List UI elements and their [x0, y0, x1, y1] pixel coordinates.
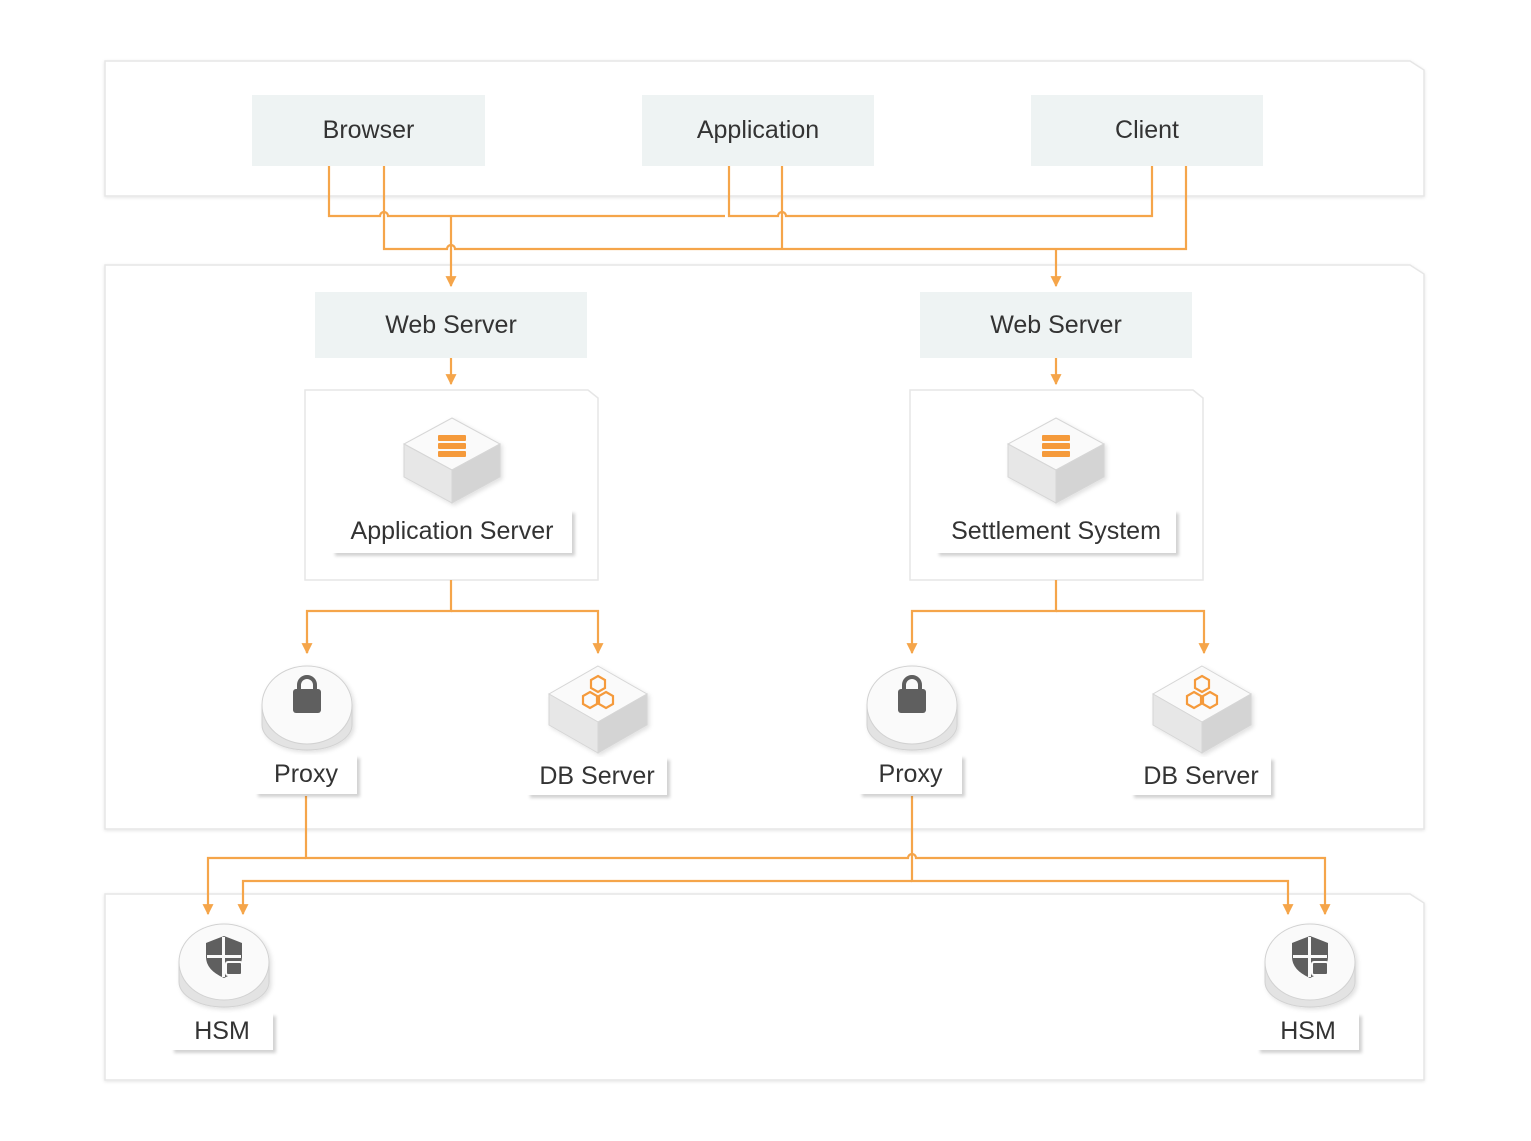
shield-lock-icon	[1264, 923, 1356, 1008]
app-server-fanout	[305, 580, 453, 653]
lock-icon	[866, 665, 958, 751]
right-hsm-label: HSM	[1257, 1013, 1359, 1050]
hexagon-cluster-icon	[1151, 665, 1253, 754]
left-proxy-to-left-hsm	[202, 856, 306, 916]
connector-lines	[202, 166, 1331, 916]
right-proxy-to-hsm-bus	[910, 796, 1294, 916]
settlement-fanout	[906, 580, 1058, 655]
app-server-to-db	[451, 609, 604, 655]
right-proxy-label: Proxy	[859, 755, 962, 794]
settlement-system-label: Settlement System	[936, 510, 1176, 553]
right-db-server-label: DB Server	[1131, 757, 1271, 795]
right-proxy-to-left-hsm	[237, 879, 912, 916]
left-db-server-label: DB Server	[527, 757, 667, 795]
left-hsm-label: HSM	[171, 1013, 273, 1050]
lock-icon	[261, 665, 353, 751]
hsm-tier-zone	[104, 893, 1425, 1081]
application-server-label: Application Server	[332, 510, 572, 553]
browser-node: Browser	[252, 95, 485, 166]
hexagon-cluster-icon	[547, 665, 649, 754]
client-node: Client	[1031, 95, 1263, 166]
left-proxy-label: Proxy	[255, 755, 357, 794]
shield-lock-icon	[178, 923, 270, 1008]
settlement-to-db	[1056, 609, 1210, 655]
right-web-server-node: Web Server	[920, 292, 1192, 358]
server-stack-icon	[402, 417, 502, 504]
left-web-server-node: Web Server	[315, 292, 587, 358]
server-stack-icon	[1006, 417, 1106, 504]
application-node: Application	[642, 95, 874, 166]
